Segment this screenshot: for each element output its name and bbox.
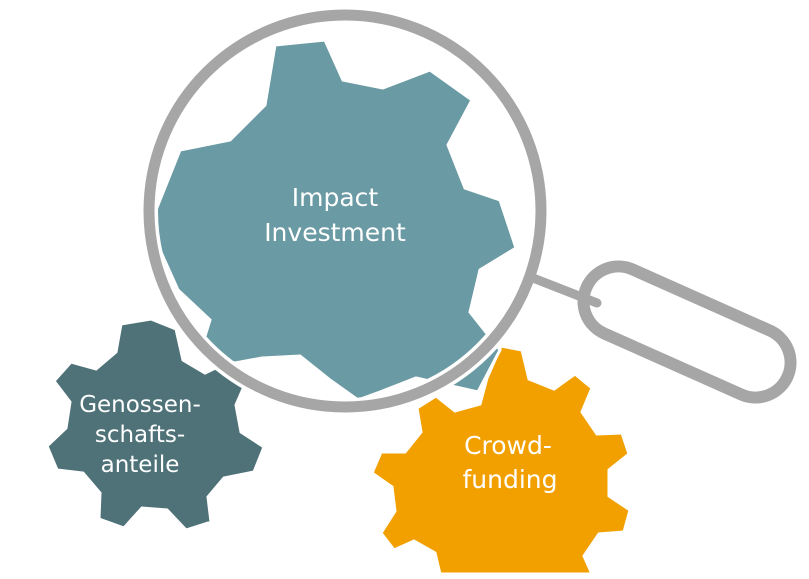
gear-impact-investment-label-line-2: Investment bbox=[264, 218, 406, 247]
magnifying-glass-icon bbox=[140, 6, 797, 416]
magnifier-lens-ring-grey bbox=[143, 9, 547, 413]
gear-genossenschaftsanteile-label-line-3: anteile bbox=[101, 452, 180, 478]
gear-genossenschaftsanteile: Genossen- schafts- anteile bbox=[45, 317, 266, 532]
gear-crowdfunding-label-line-2: funding bbox=[462, 465, 557, 494]
gear-genossenschaftsanteile-label-line-1: Genossen- bbox=[79, 392, 201, 418]
gear-crowdfunding-label-line-1: Crowd- bbox=[464, 431, 552, 460]
gear-genossenschaftsanteile-label-line-2: schafts- bbox=[95, 422, 185, 448]
magnifier-handle bbox=[577, 260, 797, 404]
gear-impact-investment-label-line-1: Impact bbox=[292, 183, 379, 212]
